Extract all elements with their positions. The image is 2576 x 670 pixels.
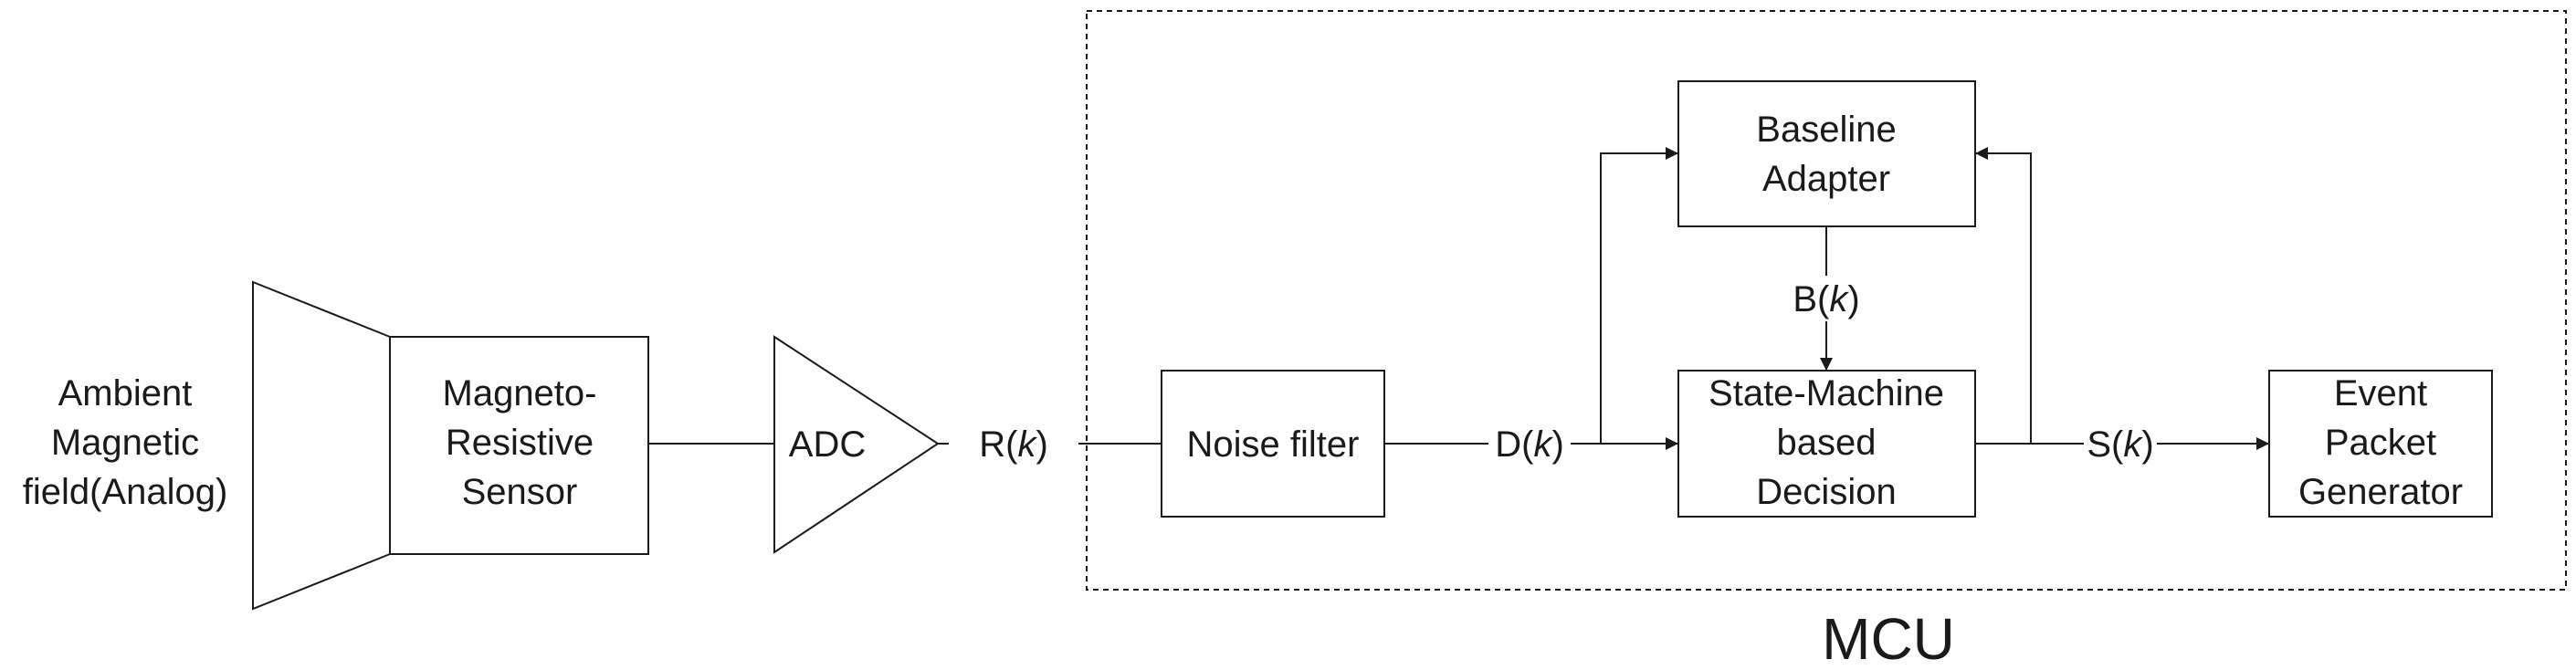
signal-r-label: R(k) bbox=[979, 424, 1048, 465]
signal-s-label: S(k) bbox=[2087, 424, 2153, 465]
wire-s-feedback-to-baseline bbox=[1975, 147, 2032, 444]
noise-filter-label: Noise filter bbox=[1187, 424, 1360, 465]
ambient-field-label: Ambient Magnetic field(Analog) bbox=[23, 373, 228, 512]
svg-text:Magneto-: Magneto- bbox=[443, 373, 597, 414]
wire-d-to-baseline-adapter bbox=[1600, 147, 1678, 444]
svg-text:Magnetic: Magnetic bbox=[51, 423, 199, 463]
svg-text:Sensor: Sensor bbox=[462, 472, 578, 512]
state-machine-decision-block bbox=[1677, 370, 1976, 518]
sensor-label: Magneto- Resistive Sensor bbox=[443, 373, 597, 512]
mcu-boundary bbox=[1086, 10, 2567, 591]
magneto-resistive-sensor-block bbox=[389, 336, 649, 555]
svg-text:Baseline: Baseline bbox=[1756, 110, 1896, 150]
event-packet-generator-block bbox=[2268, 370, 2493, 518]
adc-label: ADC bbox=[789, 424, 866, 465]
svg-text:Generator: Generator bbox=[2298, 472, 2463, 512]
svg-text:Resistive: Resistive bbox=[446, 423, 594, 463]
svg-text:Ambient: Ambient bbox=[58, 373, 193, 414]
svg-text:field(Analog): field(Analog) bbox=[23, 472, 228, 512]
event-packet-label: Event Packet Generator bbox=[2298, 373, 2463, 512]
svg-text:Adapter: Adapter bbox=[1762, 159, 1890, 199]
adc-block bbox=[773, 335, 940, 554]
svg-text:Event: Event bbox=[2334, 373, 2427, 414]
state-machine-label: State-Machine based Decision bbox=[1709, 373, 1944, 512]
baseline-adapter-label: Baseline Adapter bbox=[1756, 110, 1896, 199]
signal-b-label: B(k) bbox=[1793, 279, 1859, 319]
baseline-adapter-block bbox=[1677, 80, 1976, 227]
signal-d-label: D(k) bbox=[1495, 424, 1564, 465]
svg-text:Packet: Packet bbox=[2325, 423, 2436, 463]
svg-text:State-Machine: State-Machine bbox=[1709, 373, 1944, 414]
mcu-label: MCU bbox=[1822, 606, 1955, 670]
sensor-coupling-trapezoid bbox=[252, 280, 391, 611]
svg-text:Decision: Decision bbox=[1756, 472, 1896, 512]
svg-text:based: based bbox=[1777, 423, 1877, 463]
